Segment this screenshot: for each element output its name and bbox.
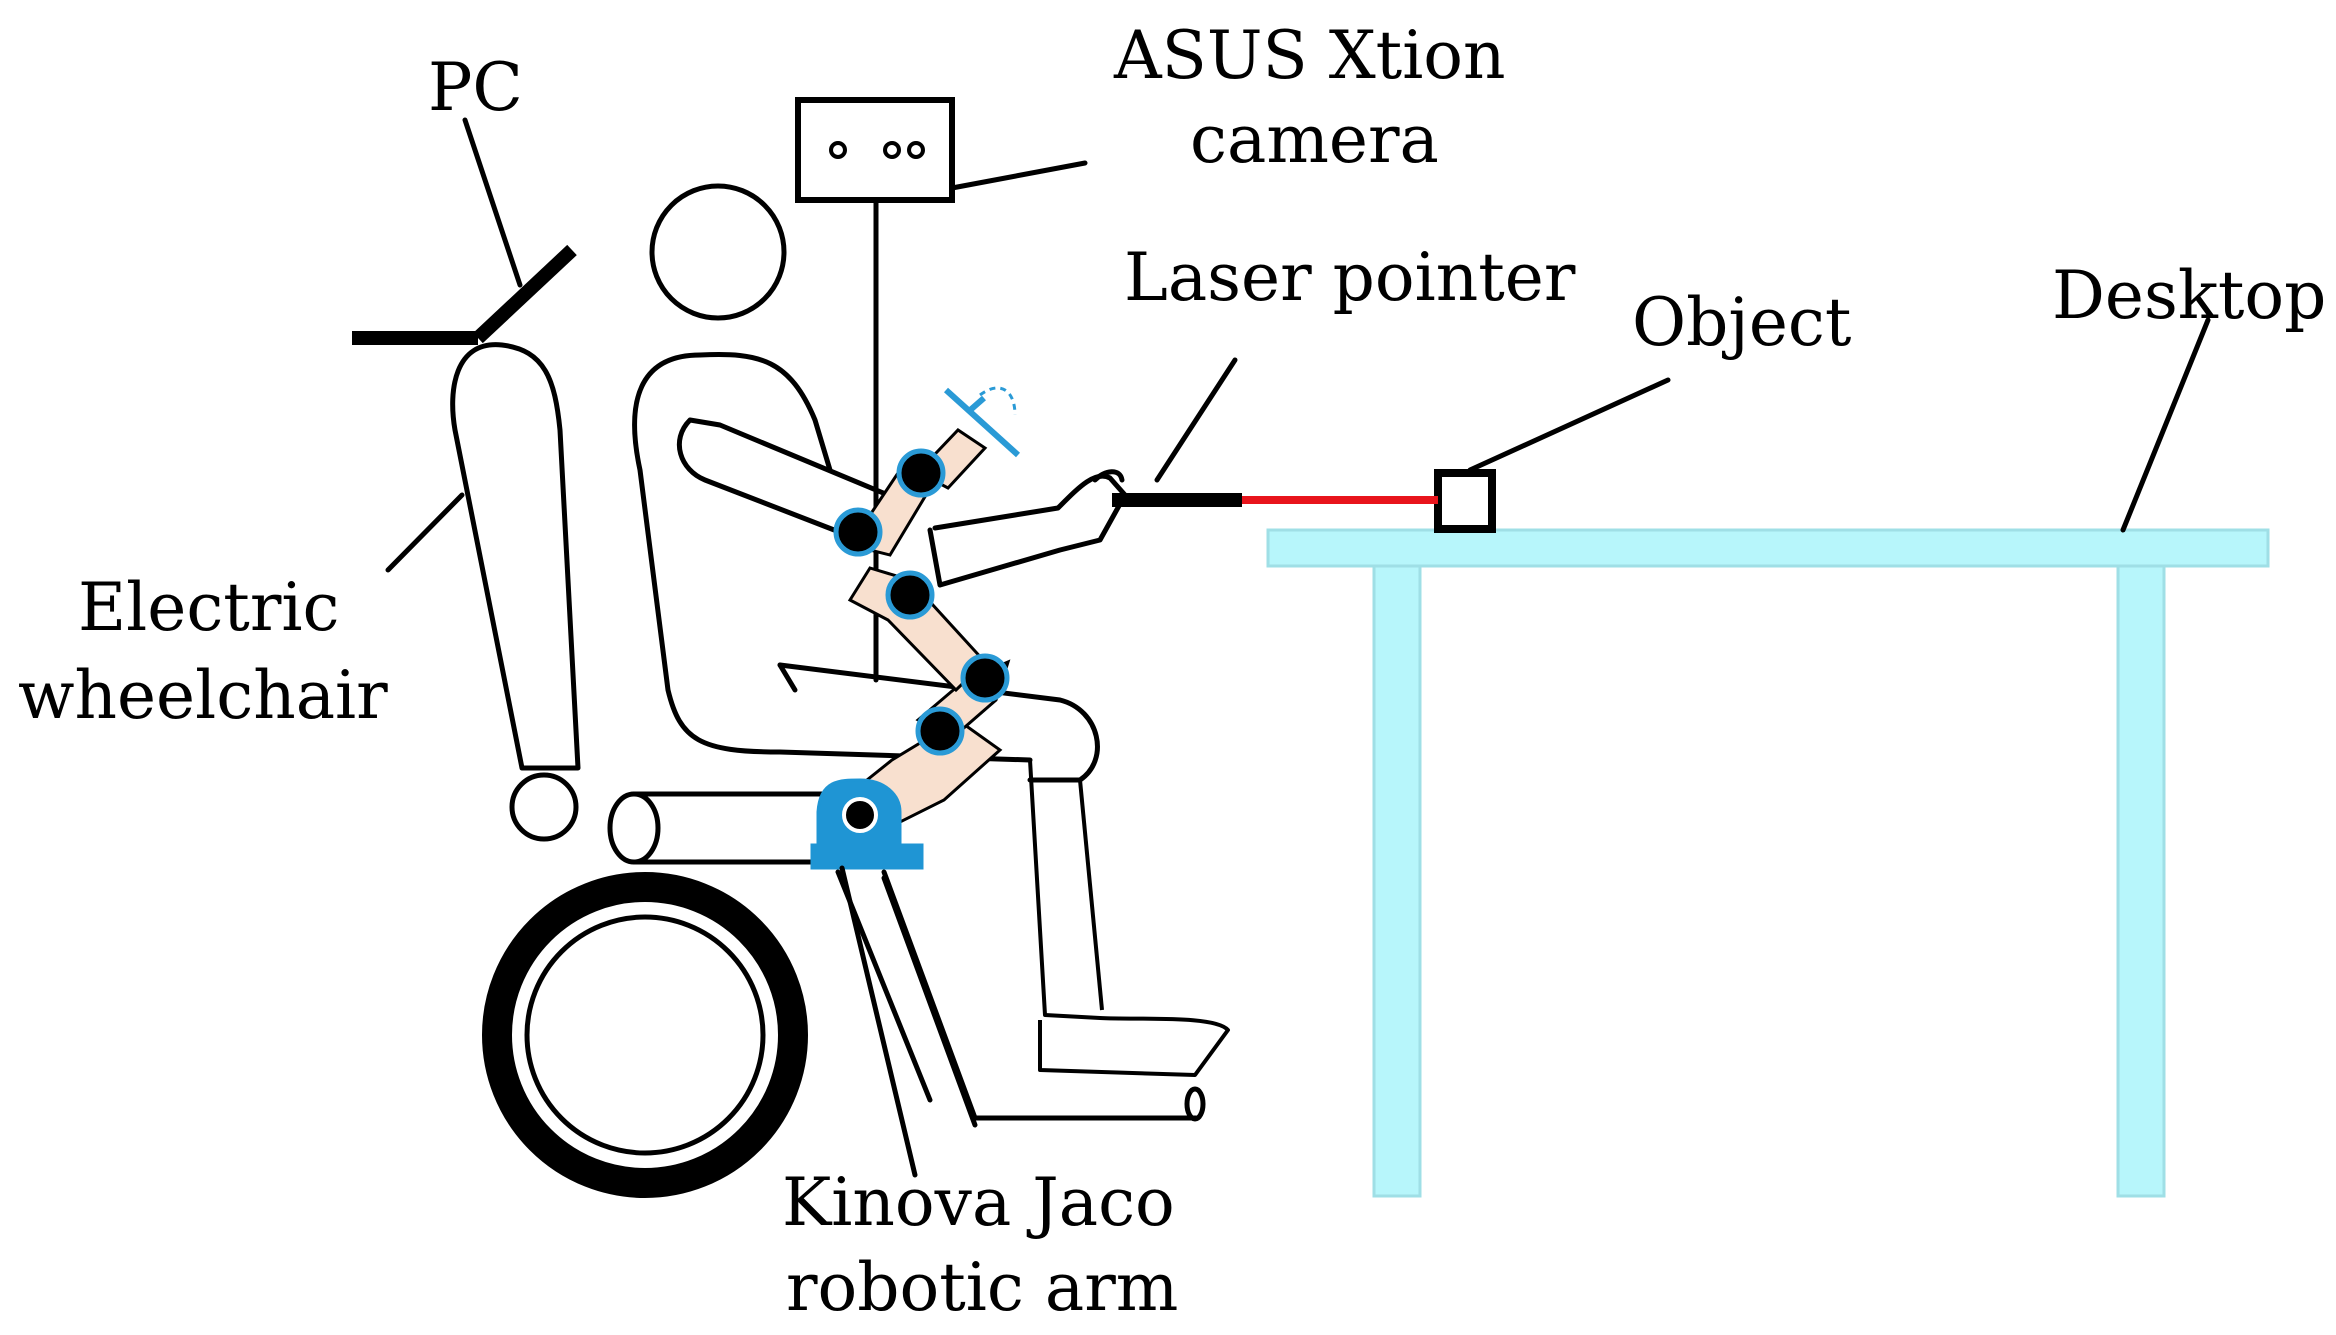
arm-label-line1: Kinova Jaco bbox=[782, 1164, 1175, 1241]
wheelchair-leader bbox=[385, 492, 465, 573]
camera-label-line1: ASUS Xtion bbox=[1113, 17, 1506, 94]
person-head bbox=[649, 183, 787, 321]
wheelchair-caster bbox=[509, 772, 579, 842]
arm-leader-1 bbox=[839, 865, 918, 1178]
laser-label: Laser pointer bbox=[1124, 239, 1576, 316]
leader-lines bbox=[385, 117, 2211, 1178]
desktop-table bbox=[1266, 528, 2270, 1198]
arm-leader-2 bbox=[881, 875, 978, 1128]
object-label: Object bbox=[1632, 284, 1851, 361]
pc-screen bbox=[473, 244, 577, 344]
arm-label-line2: robotic arm bbox=[786, 1249, 1178, 1326]
desktop-leader bbox=[2120, 317, 2211, 533]
laser-leader bbox=[1154, 357, 1238, 483]
wheelchair-label-line2: wheelchair bbox=[18, 657, 388, 734]
seat-tube-end bbox=[607, 791, 661, 865]
person-legs bbox=[1028, 759, 1230, 1077]
arm-joint bbox=[960, 653, 1010, 703]
wheelchair-wheel bbox=[482, 872, 808, 1198]
wheelchair-backrest bbox=[450, 342, 581, 771]
object-leader bbox=[1467, 377, 1671, 473]
camera-body bbox=[795, 97, 955, 203]
person-forearm bbox=[927, 473, 1128, 588]
arm-joint bbox=[915, 706, 965, 756]
kinova-jaco-arm bbox=[810, 386, 1021, 870]
pc-label: PC bbox=[428, 49, 523, 126]
arm-joint bbox=[833, 507, 883, 557]
object-box bbox=[1434, 469, 1496, 533]
arm-joint bbox=[896, 448, 946, 498]
person-torso bbox=[632, 352, 1033, 763]
desktop-label: Desktop bbox=[2052, 257, 2326, 334]
table-top bbox=[1266, 528, 2270, 568]
table-leg-right bbox=[2116, 564, 2166, 1198]
table-leg-left bbox=[1372, 564, 1422, 1198]
pc-leader bbox=[462, 117, 523, 288]
wheelchair-label-line1: Electric bbox=[78, 569, 339, 646]
camera-label-line2: camera bbox=[1190, 101, 1439, 178]
arm-gripper bbox=[943, 386, 1021, 458]
electric-wheelchair bbox=[352, 244, 1206, 1198]
seated-person bbox=[632, 183, 1230, 1077]
camera-leader bbox=[949, 160, 1088, 191]
arm-joint bbox=[885, 570, 935, 620]
